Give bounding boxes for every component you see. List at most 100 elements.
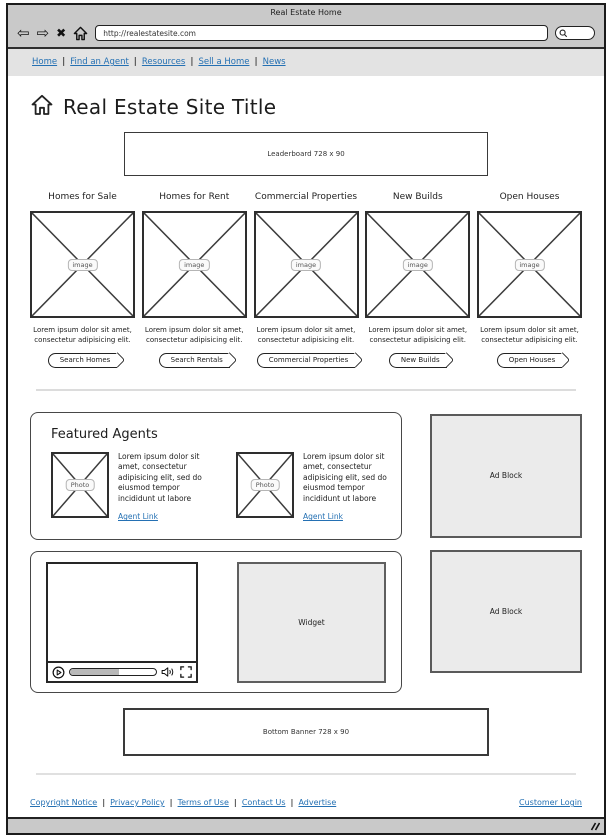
category-heading: Open Houses xyxy=(499,192,560,202)
featured-agents-panel: Featured Agents Photo Lorem ipsum dolor … xyxy=(30,411,402,541)
nav-link-news[interactable]: News xyxy=(262,57,286,67)
footer: Copyright Notice | Privacy Policy | Terms of… xyxy=(30,775,582,807)
agent-link[interactable]: Agent Link xyxy=(303,512,343,522)
volume-icon[interactable] xyxy=(161,666,176,678)
nav-link-find-an-agent[interactable]: Find an Agent xyxy=(70,57,129,67)
category-columns: Homes for Sale image Lorem ipsum dolor s… xyxy=(30,192,582,368)
nav-separator: | xyxy=(190,57,194,67)
open-houses-button[interactable]: Open Houses xyxy=(496,352,563,368)
agent-card: Photo Lorem ipsum dolor sit amet, consec… xyxy=(236,451,395,524)
url-input[interactable] xyxy=(95,25,548,41)
back-icon[interactable]: ⇦ xyxy=(17,23,30,42)
widget-block: Widget xyxy=(237,562,386,684)
widget-label: Widget xyxy=(298,618,325,628)
nav-link-sell-a-home[interactable]: Sell a Home xyxy=(198,57,250,67)
photo-placeholder: Photo xyxy=(51,451,109,518)
category-heading: Commercial Properties xyxy=(254,192,358,202)
image-label: image xyxy=(402,258,433,271)
resize-grip-icon[interactable] xyxy=(588,822,600,831)
featured-agents-heading: Featured Agents xyxy=(51,426,158,442)
photo-label: Photo xyxy=(250,478,280,491)
leaderboard-ad: Leaderboard 728 x 90 xyxy=(124,132,488,176)
home-icon[interactable] xyxy=(73,26,88,41)
browser-toolbar: ⇦ ⇨ ✖ xyxy=(8,19,604,49)
category-description: Lorem ipsum dolor sit amet, consectetur … xyxy=(256,326,356,344)
forward-icon[interactable]: ⇨ xyxy=(36,23,50,42)
image-placeholder: image xyxy=(253,211,359,318)
category-commercial-properties: Commercial Properties image Lorem ipsum … xyxy=(253,192,359,368)
footer-separator: | xyxy=(102,798,106,808)
video-controls xyxy=(48,661,196,681)
footer-link-terms-of-use[interactable]: Terms of Use xyxy=(177,798,229,808)
section-divider xyxy=(36,388,576,391)
image-placeholder: image xyxy=(477,211,582,318)
site-header: Real Estate Site Title xyxy=(30,93,582,121)
category-homes-for-rent: Homes for Rent image Lorem ipsum dolor s… xyxy=(141,192,247,368)
fullscreen-icon[interactable] xyxy=(180,666,192,678)
footer-link-privacy-policy[interactable]: Privacy Policy xyxy=(110,798,165,808)
bottom-banner-label: Bottom Banner 728 x 90 xyxy=(262,728,350,737)
agent-link[interactable]: Agent Link xyxy=(118,512,158,522)
category-description: Lorem ipsum dolor sit amet, consectetur … xyxy=(480,326,579,344)
search-icon xyxy=(559,29,568,37)
site-home-icon xyxy=(30,93,54,121)
agent-description: Lorem ipsum dolor sit amet, consectetur … xyxy=(303,451,387,503)
ad-block-label: Ad Block xyxy=(489,606,523,616)
category-new-builds: New Builds image Lorem ipsum dolor sit a… xyxy=(365,192,471,368)
category-heading: New Builds xyxy=(392,192,443,202)
category-heading: Homes for Rent xyxy=(159,192,230,202)
window-title-bar: Real Estate Home xyxy=(8,5,604,19)
footer-divider xyxy=(36,773,576,776)
nav-separator: | xyxy=(133,57,137,67)
footer-link-contact-us[interactable]: Contact Us xyxy=(241,798,286,808)
footer-links: Copyright Notice | Privacy Policy | Terms of… xyxy=(30,798,336,807)
status-bar xyxy=(8,817,604,833)
image-placeholder: image xyxy=(141,211,247,318)
category-heading: Homes for Sale xyxy=(48,192,117,202)
video-progress-bar[interactable] xyxy=(69,668,157,677)
nav-link-home[interactable]: Home xyxy=(32,57,58,67)
search-rentals-button[interactable]: Search Rentals xyxy=(158,352,230,368)
bottom-banner-ad: Bottom Banner 728 x 90 xyxy=(123,708,489,757)
image-label: image xyxy=(290,258,322,271)
image-label: image xyxy=(514,258,545,271)
image-label: image xyxy=(67,258,98,271)
new-builds-button[interactable]: New Builds xyxy=(388,352,447,368)
nav-separator: | xyxy=(62,57,66,67)
page-content: Home | Find an Agent | Resources | Sell a Home… xyxy=(8,49,604,817)
main-nav: Home | Find an Agent | Resources | Sell a Home… xyxy=(8,49,604,76)
agent-description: Lorem ipsum dolor sit amet, consectetur … xyxy=(118,451,202,503)
commercial-properties-button[interactable]: Commercial Properties xyxy=(256,352,356,368)
footer-separator: | xyxy=(290,798,294,808)
ad-block-label: Ad Block xyxy=(489,471,523,481)
photo-label: Photo xyxy=(65,478,95,491)
photo-placeholder: Photo xyxy=(236,451,294,518)
video-screen xyxy=(48,564,196,661)
image-label: image xyxy=(179,258,210,271)
search-homes-button[interactable]: Search Homes xyxy=(47,352,118,368)
media-panel: Widget xyxy=(30,551,402,694)
footer-link-advertise[interactable]: Advertise xyxy=(298,798,337,808)
agent-card: Photo Lorem ipsum dolor sit amet, consec… xyxy=(51,451,210,524)
image-placeholder: image xyxy=(365,211,471,318)
footer-link-copyright-notice[interactable]: Copyright Notice xyxy=(30,798,98,808)
customer-login-link[interactable]: Customer Login xyxy=(519,798,582,808)
page-title: Real Estate Site Title xyxy=(63,95,277,119)
browser-window: Real Estate Home ⇦ ⇨ ✖ Home | Find an Agen… xyxy=(6,3,606,835)
ad-block-bottom: Ad Block xyxy=(430,549,582,673)
footer-separator: | xyxy=(233,798,237,808)
category-description: Lorem ipsum dolor sit amet, consectetur … xyxy=(368,326,468,344)
category-homes-for-sale: Homes for Sale image Lorem ipsum dolor s… xyxy=(30,192,135,368)
footer-separator: | xyxy=(169,798,173,808)
search-input[interactable] xyxy=(555,26,595,40)
window-title: Real Estate Home xyxy=(270,8,342,17)
video-player[interactable] xyxy=(46,562,198,684)
play-icon[interactable] xyxy=(52,666,65,679)
stop-icon[interactable]: ✖ xyxy=(56,26,67,40)
nav-separator: | xyxy=(254,57,258,67)
ad-block-top: Ad Block xyxy=(430,413,582,538)
leaderboard-label: Leaderboard 728 x 90 xyxy=(267,150,345,158)
video-progress-fill xyxy=(70,669,120,676)
category-open-houses: Open Houses image Lorem ipsum dolor sit … xyxy=(477,192,582,368)
nav-link-resources[interactable]: Resources xyxy=(141,57,186,67)
